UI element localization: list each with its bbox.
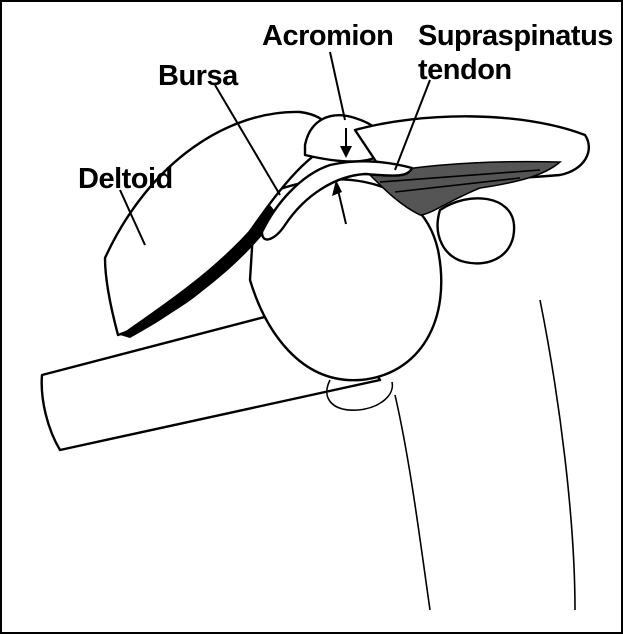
label-bursa: Bursa <box>158 62 238 90</box>
body-outline-right <box>540 300 575 610</box>
label-deltoid: Deltoid <box>78 165 173 193</box>
label-acromion: Acromion <box>262 22 393 50</box>
coracoid-process <box>438 198 515 263</box>
label-supraspinatus-line1: Supraspinatus <box>418 22 613 50</box>
label-supraspinatus-line2: tendon <box>418 56 512 84</box>
body-outline-left <box>395 395 430 610</box>
leader-acromion <box>330 52 345 120</box>
